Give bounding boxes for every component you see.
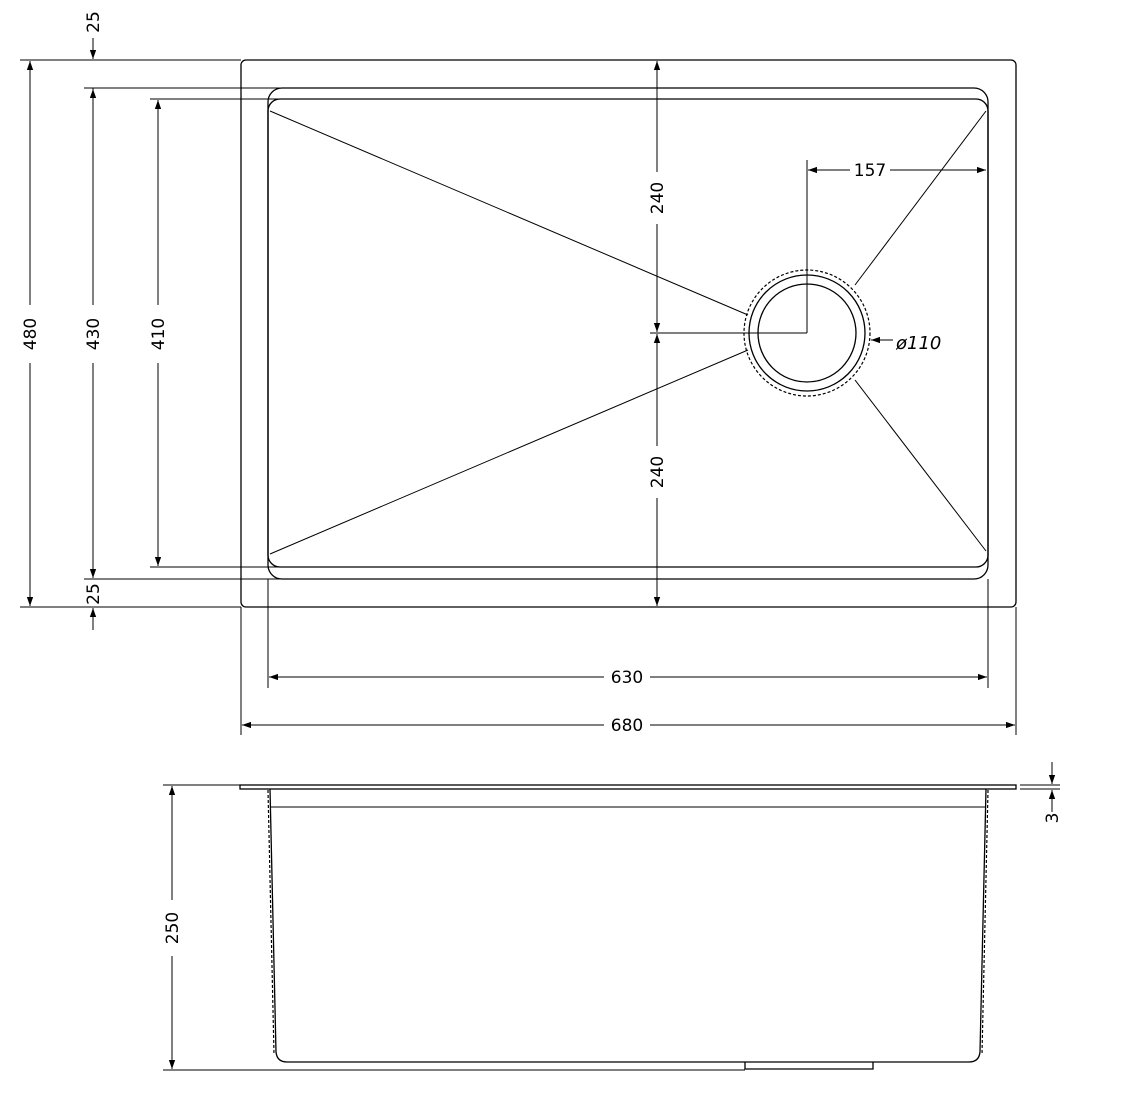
dim-240-bottom-label: 240 bbox=[648, 456, 668, 488]
bowl-outline bbox=[267, 98, 989, 568]
dim-410-label: 410 bbox=[149, 318, 169, 350]
flange-rim bbox=[239, 784, 1017, 790]
bowl-wall-left-dashed bbox=[267, 789, 275, 1055]
side-elevation: 250 3 bbox=[162, 762, 1063, 1071]
bowl-body bbox=[269, 788, 987, 1063]
dim-top-25-label: 25 bbox=[84, 11, 104, 33]
dim-bottom-25-label: 25 bbox=[84, 583, 104, 605]
slope-line-bottom-right bbox=[854, 379, 987, 552]
plan-view bbox=[240, 59, 1017, 608]
dim-630-label: 630 bbox=[611, 668, 643, 688]
slope-line-top-left bbox=[269, 110, 749, 316]
dim-diameter-label: ø110 bbox=[895, 333, 941, 354]
horizontal-dimensions: 630 680 bbox=[240, 579, 1017, 736]
dim-480-label: 480 bbox=[21, 318, 41, 350]
slope-line-top-right bbox=[854, 110, 987, 286]
dim-240-top-label: 240 bbox=[648, 182, 668, 214]
dim-157-label: 157 bbox=[854, 161, 886, 181]
left-dimensions: 480 430 410 25 25 bbox=[20, 11, 285, 630]
dim-680-label: 680 bbox=[611, 716, 643, 736]
waste-stub bbox=[744, 1062, 874, 1070]
outer-flange-outline bbox=[240, 59, 1017, 608]
dim-430-label: 430 bbox=[84, 318, 104, 350]
dim-250-label: 250 bbox=[163, 912, 183, 944]
bowl-wall-right-dashed bbox=[981, 789, 989, 1055]
dim-3-label: 3 bbox=[1043, 813, 1063, 824]
slope-line-bottom-left bbox=[269, 349, 749, 555]
waste-position-dimensions: 240 240 157 ø110 bbox=[647, 61, 986, 606]
